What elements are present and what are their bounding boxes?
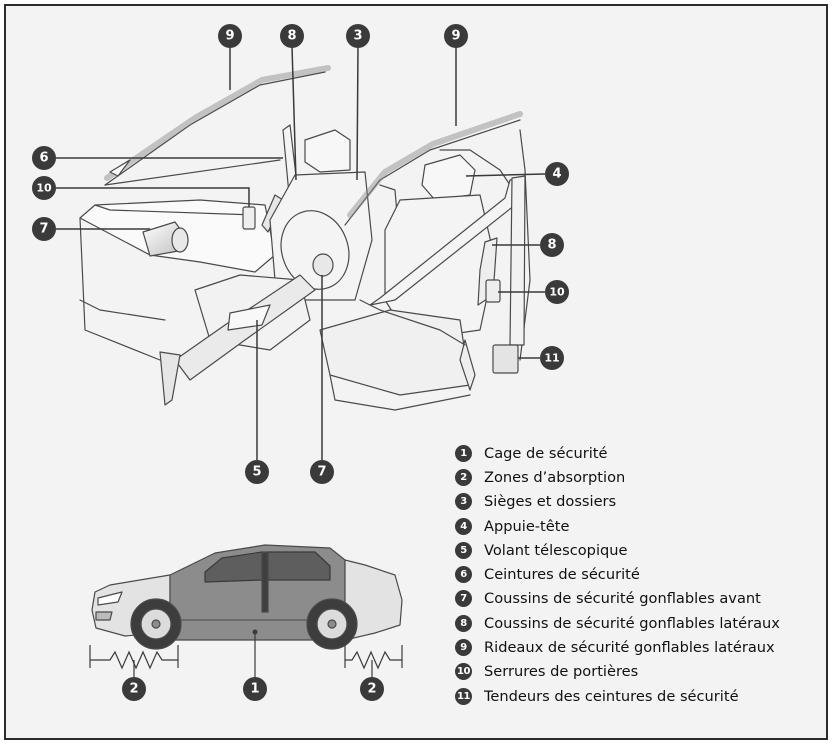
svg-text:3: 3 xyxy=(353,29,362,44)
legend-number: 10 xyxy=(455,663,472,681)
svg-text:1: 1 xyxy=(250,682,259,697)
left-curtain-airbag xyxy=(104,65,331,181)
legend-number: 5 xyxy=(455,541,472,559)
legend-item: 3 Sièges et dossiers xyxy=(455,490,830,514)
legend-item: 11 Tendeurs des ceintures de sécurité xyxy=(455,684,830,708)
car-side-illustration xyxy=(91,544,403,650)
legend-label: Rideaux de sécurité gonflables latéraux xyxy=(484,639,775,657)
svg-text:2: 2 xyxy=(129,682,138,697)
legend-label: Appuie-tête xyxy=(484,517,570,535)
headrest xyxy=(421,154,476,201)
badge-7-left: 7 xyxy=(32,217,56,241)
legend-number: 6 xyxy=(455,566,472,584)
badge-10-right: 10 xyxy=(545,280,569,304)
badge-2-right: 2 xyxy=(360,677,384,701)
right-curtain-airbag xyxy=(347,111,523,218)
door-lock-left xyxy=(242,206,256,230)
legend-item: 1 Cage de sécurité xyxy=(455,441,830,465)
badge-11: 11 xyxy=(540,346,564,370)
legend-number: 1 xyxy=(455,444,472,462)
seat-cushion xyxy=(319,309,471,396)
svg-text:9: 9 xyxy=(225,29,234,44)
front-wheel xyxy=(130,598,182,650)
badge-7-bottom: 7 xyxy=(310,460,334,484)
legend-item: 10 Serrures de portières xyxy=(455,660,830,684)
badge-4: 4 xyxy=(545,162,569,186)
badge-6: 6 xyxy=(32,146,56,170)
badge-8-right: 8 xyxy=(540,233,564,257)
legend-number: 9 xyxy=(455,639,472,657)
svg-text:7: 7 xyxy=(39,222,48,237)
legend-label: Tendeurs des ceintures de sécurité xyxy=(484,687,739,705)
svg-text:10: 10 xyxy=(549,286,565,299)
svg-text:9: 9 xyxy=(451,29,460,44)
svg-text:8: 8 xyxy=(287,29,296,44)
legend-number: 3 xyxy=(455,493,472,511)
legend-item: 6 Ceintures de sécurité xyxy=(455,562,830,586)
legend-label: Serrures de portières xyxy=(484,663,639,681)
legend-item: 9 Rideaux de sécurité gonflables latéraux xyxy=(455,635,830,659)
badge-9-right: 9 xyxy=(444,24,468,48)
legend-label: Coussins de sécurité gonflables latéraux xyxy=(484,614,780,632)
legend-number: 7 xyxy=(455,590,472,608)
legend-number: 11 xyxy=(455,687,472,705)
svg-text:5: 5 xyxy=(252,465,261,480)
svg-text:11: 11 xyxy=(544,352,559,365)
legend-item: 2 Zones d’absorption xyxy=(455,465,830,489)
legend-number: 4 xyxy=(455,517,472,535)
legend-label: Zones d’absorption xyxy=(484,468,626,486)
legend-label: Ceintures de sécurité xyxy=(484,566,640,584)
legend-label: Sièges et dossiers xyxy=(484,493,617,511)
svg-text:10: 10 xyxy=(36,182,52,195)
legend-label: Cage de sécurité xyxy=(484,444,608,462)
legend-item: 8 Coussins de sécurité gonflables latérau… xyxy=(455,611,830,635)
svg-text:7: 7 xyxy=(317,465,326,480)
legend-label: Volant télescopique xyxy=(484,541,628,559)
badge-9-left: 9 xyxy=(218,24,242,48)
svg-text:2: 2 xyxy=(367,682,376,697)
car-interior-illustration xyxy=(79,65,531,411)
legend-item: 5 Volant télescopique xyxy=(455,538,830,562)
legend-label: Coussins de sécurité gonflables avant xyxy=(484,590,761,608)
svg-text:6: 6 xyxy=(39,151,48,166)
badge-1: 1 xyxy=(243,677,267,701)
leader-lines xyxy=(56,45,546,460)
crumple-zone-markers xyxy=(89,632,403,678)
svg-text:4: 4 xyxy=(552,167,561,182)
legend-item: 7 Coussins de sécurité gonflables avant xyxy=(455,587,830,611)
pretensioner xyxy=(492,344,519,374)
badge-2-left: 2 xyxy=(122,677,146,701)
svg-text:8: 8 xyxy=(547,238,556,253)
legend-number: 2 xyxy=(455,468,472,486)
rear-wheel xyxy=(306,598,358,650)
front-airbag-passenger xyxy=(142,221,189,257)
badge-10-left: 10 xyxy=(32,176,56,200)
badge-5: 5 xyxy=(245,460,269,484)
badge-8-top: 8 xyxy=(280,24,304,48)
legend-number: 8 xyxy=(455,614,472,632)
door-lock-right xyxy=(485,279,501,303)
badge-3: 3 xyxy=(346,24,370,48)
legend-item: 4 Appuie-tête xyxy=(455,514,830,538)
